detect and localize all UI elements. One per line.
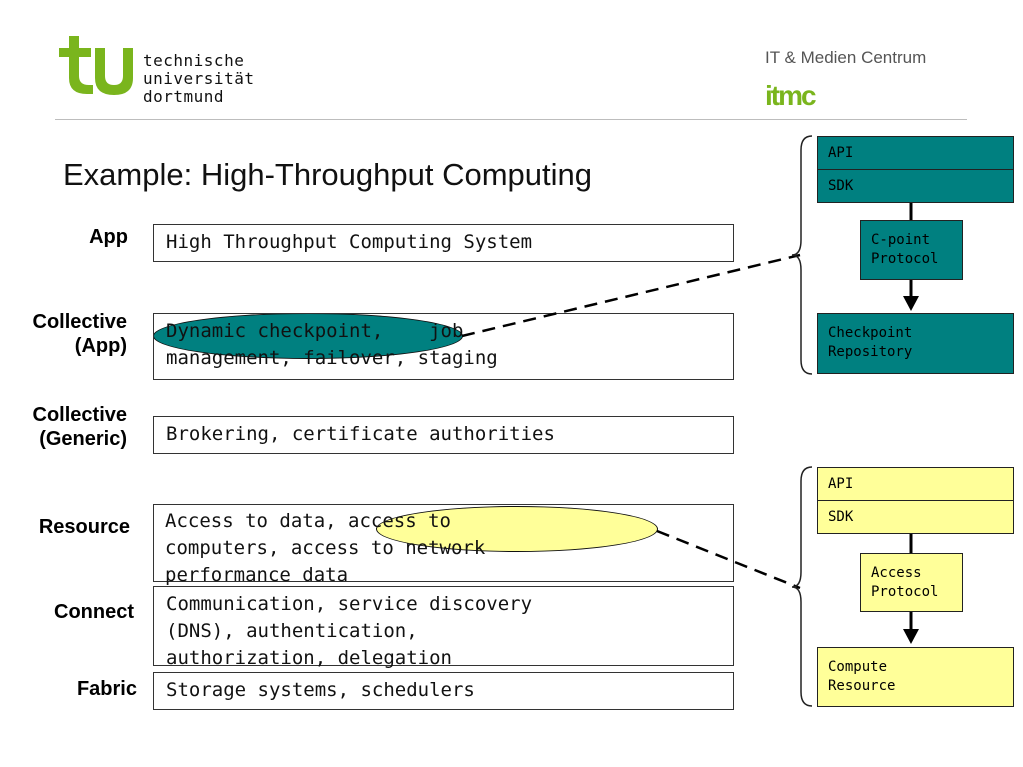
- layer-box-collective-generic-text: Brokering, certificate authorities: [166, 423, 555, 445]
- layer-label-resource-text: Resource: [38, 516, 130, 538]
- teal-api-text: API: [828, 145, 854, 161]
- teal-arrow-head: [903, 296, 919, 311]
- itmc-logo: itmc: [765, 80, 817, 111]
- layer-label-fabric-text: Fabric: [76, 678, 137, 700]
- layer-box-collective-app: Dynamic checkpoint, job management, fail…: [153, 313, 734, 380]
- yellow-repository-text: Compute Resource: [828, 659, 896, 694]
- teal-protocol-box: C-point Protocol: [860, 220, 963, 280]
- layer-label-app-text: App: [89, 226, 128, 248]
- layer-label-collective-generic: Collective (Generic): [33, 403, 127, 451]
- dashed-connector-teal: [461, 253, 801, 338]
- layer-label-collective-app-line1: Collective: [32, 311, 127, 333]
- header-divider: [55, 119, 967, 120]
- tu-logo: [55, 36, 135, 96]
- layer-label-resource: Resource: [39, 515, 130, 539]
- teal-api-box: API: [817, 136, 1014, 170]
- teal-repository-text: Checkpoint Repository: [828, 325, 913, 360]
- teal-sdk-box: SDK: [817, 169, 1014, 203]
- layer-label-connect: Connect: [54, 600, 134, 624]
- layer-box-connect: Communication, service discovery (DNS), …: [153, 586, 734, 669]
- yellow-arrow-head: [903, 629, 919, 644]
- itmc-title: IT & Medien Centrum: [765, 48, 927, 67]
- yellow-api-text: API: [828, 476, 854, 492]
- layer-box-fabric-text: Storage systems, schedulers: [166, 679, 475, 701]
- layer-box-fabric: Storage systems, schedulers: [153, 672, 734, 710]
- slide-title: Example: High-Throughput Computing: [63, 157, 592, 192]
- yellow-sdk-box: SDK: [817, 500, 1014, 534]
- layer-box-resource-text: Access to data, access to computers, acc…: [165, 510, 486, 586]
- yellow-sdk-text: SDK: [828, 509, 854, 525]
- yellow-protocol-box: Access Protocol: [860, 553, 963, 612]
- layer-box-resource-content: Access to data, access to computers, acc…: [153, 504, 734, 586]
- layer-label-collective-generic-line1: Collective: [32, 404, 127, 426]
- brace-teal: [791, 135, 813, 375]
- teal-protocol-text: C-point Protocol: [871, 232, 939, 267]
- yellow-api-box: API: [817, 467, 1014, 501]
- layer-box-app: High Throughput Computing System: [153, 224, 734, 262]
- layer-box-collective-generic: Brokering, certificate authorities: [153, 416, 734, 454]
- highlight-ellipse-yellow: [376, 506, 658, 552]
- layer-box-connect-text: Communication, service discovery (DNS), …: [166, 593, 533, 669]
- layer-label-connect-text: Connect: [54, 601, 134, 623]
- tu-name-line2: universität: [143, 69, 255, 88]
- brace-yellow: [791, 466, 813, 707]
- layer-label-collective-generic-line2: (Generic): [39, 428, 127, 450]
- dashed-connector-yellow: [656, 529, 801, 590]
- layer-label-collective-app: Collective (App): [33, 310, 127, 358]
- tu-logo-icon: [59, 36, 133, 95]
- layer-label-app: App: [89, 225, 128, 249]
- layer-box-app-text: High Throughput Computing System: [166, 231, 533, 253]
- tu-name-line1: technische: [143, 51, 245, 70]
- teal-sdk-text: SDK: [828, 178, 854, 194]
- yellow-protocol-text: Access Protocol: [871, 565, 939, 600]
- layer-label-collective-app-line2: (App): [74, 335, 127, 357]
- layer-box-collective-app-text: Dynamic checkpoint, job management, fail…: [166, 320, 498, 369]
- teal-repository-box: Checkpoint Repository: [817, 313, 1014, 374]
- yellow-repository-box: Compute Resource: [817, 647, 1014, 707]
- tu-name-line3: dortmund: [143, 87, 225, 106]
- tu-name: technische universität dortmund: [143, 52, 254, 106]
- layer-label-fabric: Fabric: [77, 677, 137, 701]
